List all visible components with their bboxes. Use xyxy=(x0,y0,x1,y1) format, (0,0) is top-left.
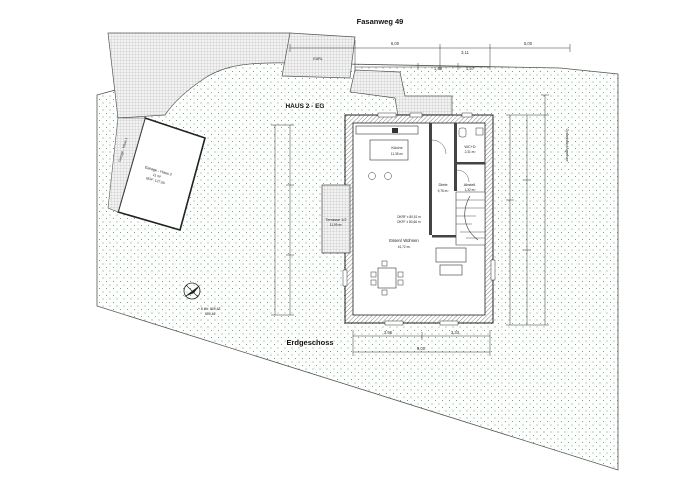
north-note-line1: + 8 Hb: 809,43 xyxy=(198,307,220,311)
hall-name: Diele xyxy=(438,182,448,187)
garage-label: Garage - Haus 2 11 m² BGF: 127,55 xyxy=(144,165,172,185)
driveway-paving xyxy=(107,32,291,119)
terrace-area: 11,99 m² xyxy=(330,223,342,227)
house-walls xyxy=(342,112,496,326)
west-terrace xyxy=(321,184,351,254)
north-arrow-icon xyxy=(183,282,201,300)
garage-title: Garage - Haus 1 xyxy=(118,137,129,162)
garage-label-line1: Garage - Haus 2 xyxy=(144,165,172,177)
floor-label: Erdgeschoss xyxy=(286,338,333,347)
boundary-label: Grundstücksgrenze xyxy=(565,129,569,162)
living-name: Essen/ Wohnen xyxy=(389,238,419,243)
wc-name: WC+D xyxy=(464,145,476,149)
dim-bottom-1: 3,96 xyxy=(384,330,393,335)
north-note-line2: 809,46 xyxy=(205,312,215,316)
dim-bottom-3: 9,00 xyxy=(417,346,426,351)
garage xyxy=(107,116,206,231)
dim-top-5: 1,57 xyxy=(466,66,475,71)
dim-top-1: 6,00 xyxy=(391,41,400,46)
garage-label-line2: 11 m² xyxy=(152,173,162,179)
kitchen-name: Küche xyxy=(391,145,403,150)
living-area: 41,72 m² xyxy=(398,245,411,249)
dim-top-2: 5,00 xyxy=(524,41,533,46)
storage-name: Abstell. xyxy=(464,183,476,187)
room-note-2: OKFF ± 80,66 m xyxy=(397,220,421,224)
dim-top-3: 3,11 xyxy=(461,50,470,55)
dimension-lines xyxy=(271,40,571,356)
room-note-1: OKRF ± 80,51 m xyxy=(397,215,421,219)
kitchen-area: 11,35 m² xyxy=(391,152,403,156)
hall-area: 9,76 m² xyxy=(438,189,449,193)
dim-top-4: 1,48 xyxy=(434,66,443,71)
top-terrace-label: EÜRL xyxy=(313,57,323,61)
wc-area: 2,31 m² xyxy=(465,150,476,154)
storage-area: 1,32 m² xyxy=(465,188,476,192)
garage-label-line3: BGF: 127,55 xyxy=(146,176,166,185)
top-terrace-paving xyxy=(281,32,356,79)
street-name: Fasanweg 49 xyxy=(357,17,404,26)
terrace-name: Terrasse 1/2 xyxy=(326,218,347,222)
house-label: HAUS 2 - EG xyxy=(285,103,324,110)
dim-bottom-2: 3,33 xyxy=(451,330,460,335)
